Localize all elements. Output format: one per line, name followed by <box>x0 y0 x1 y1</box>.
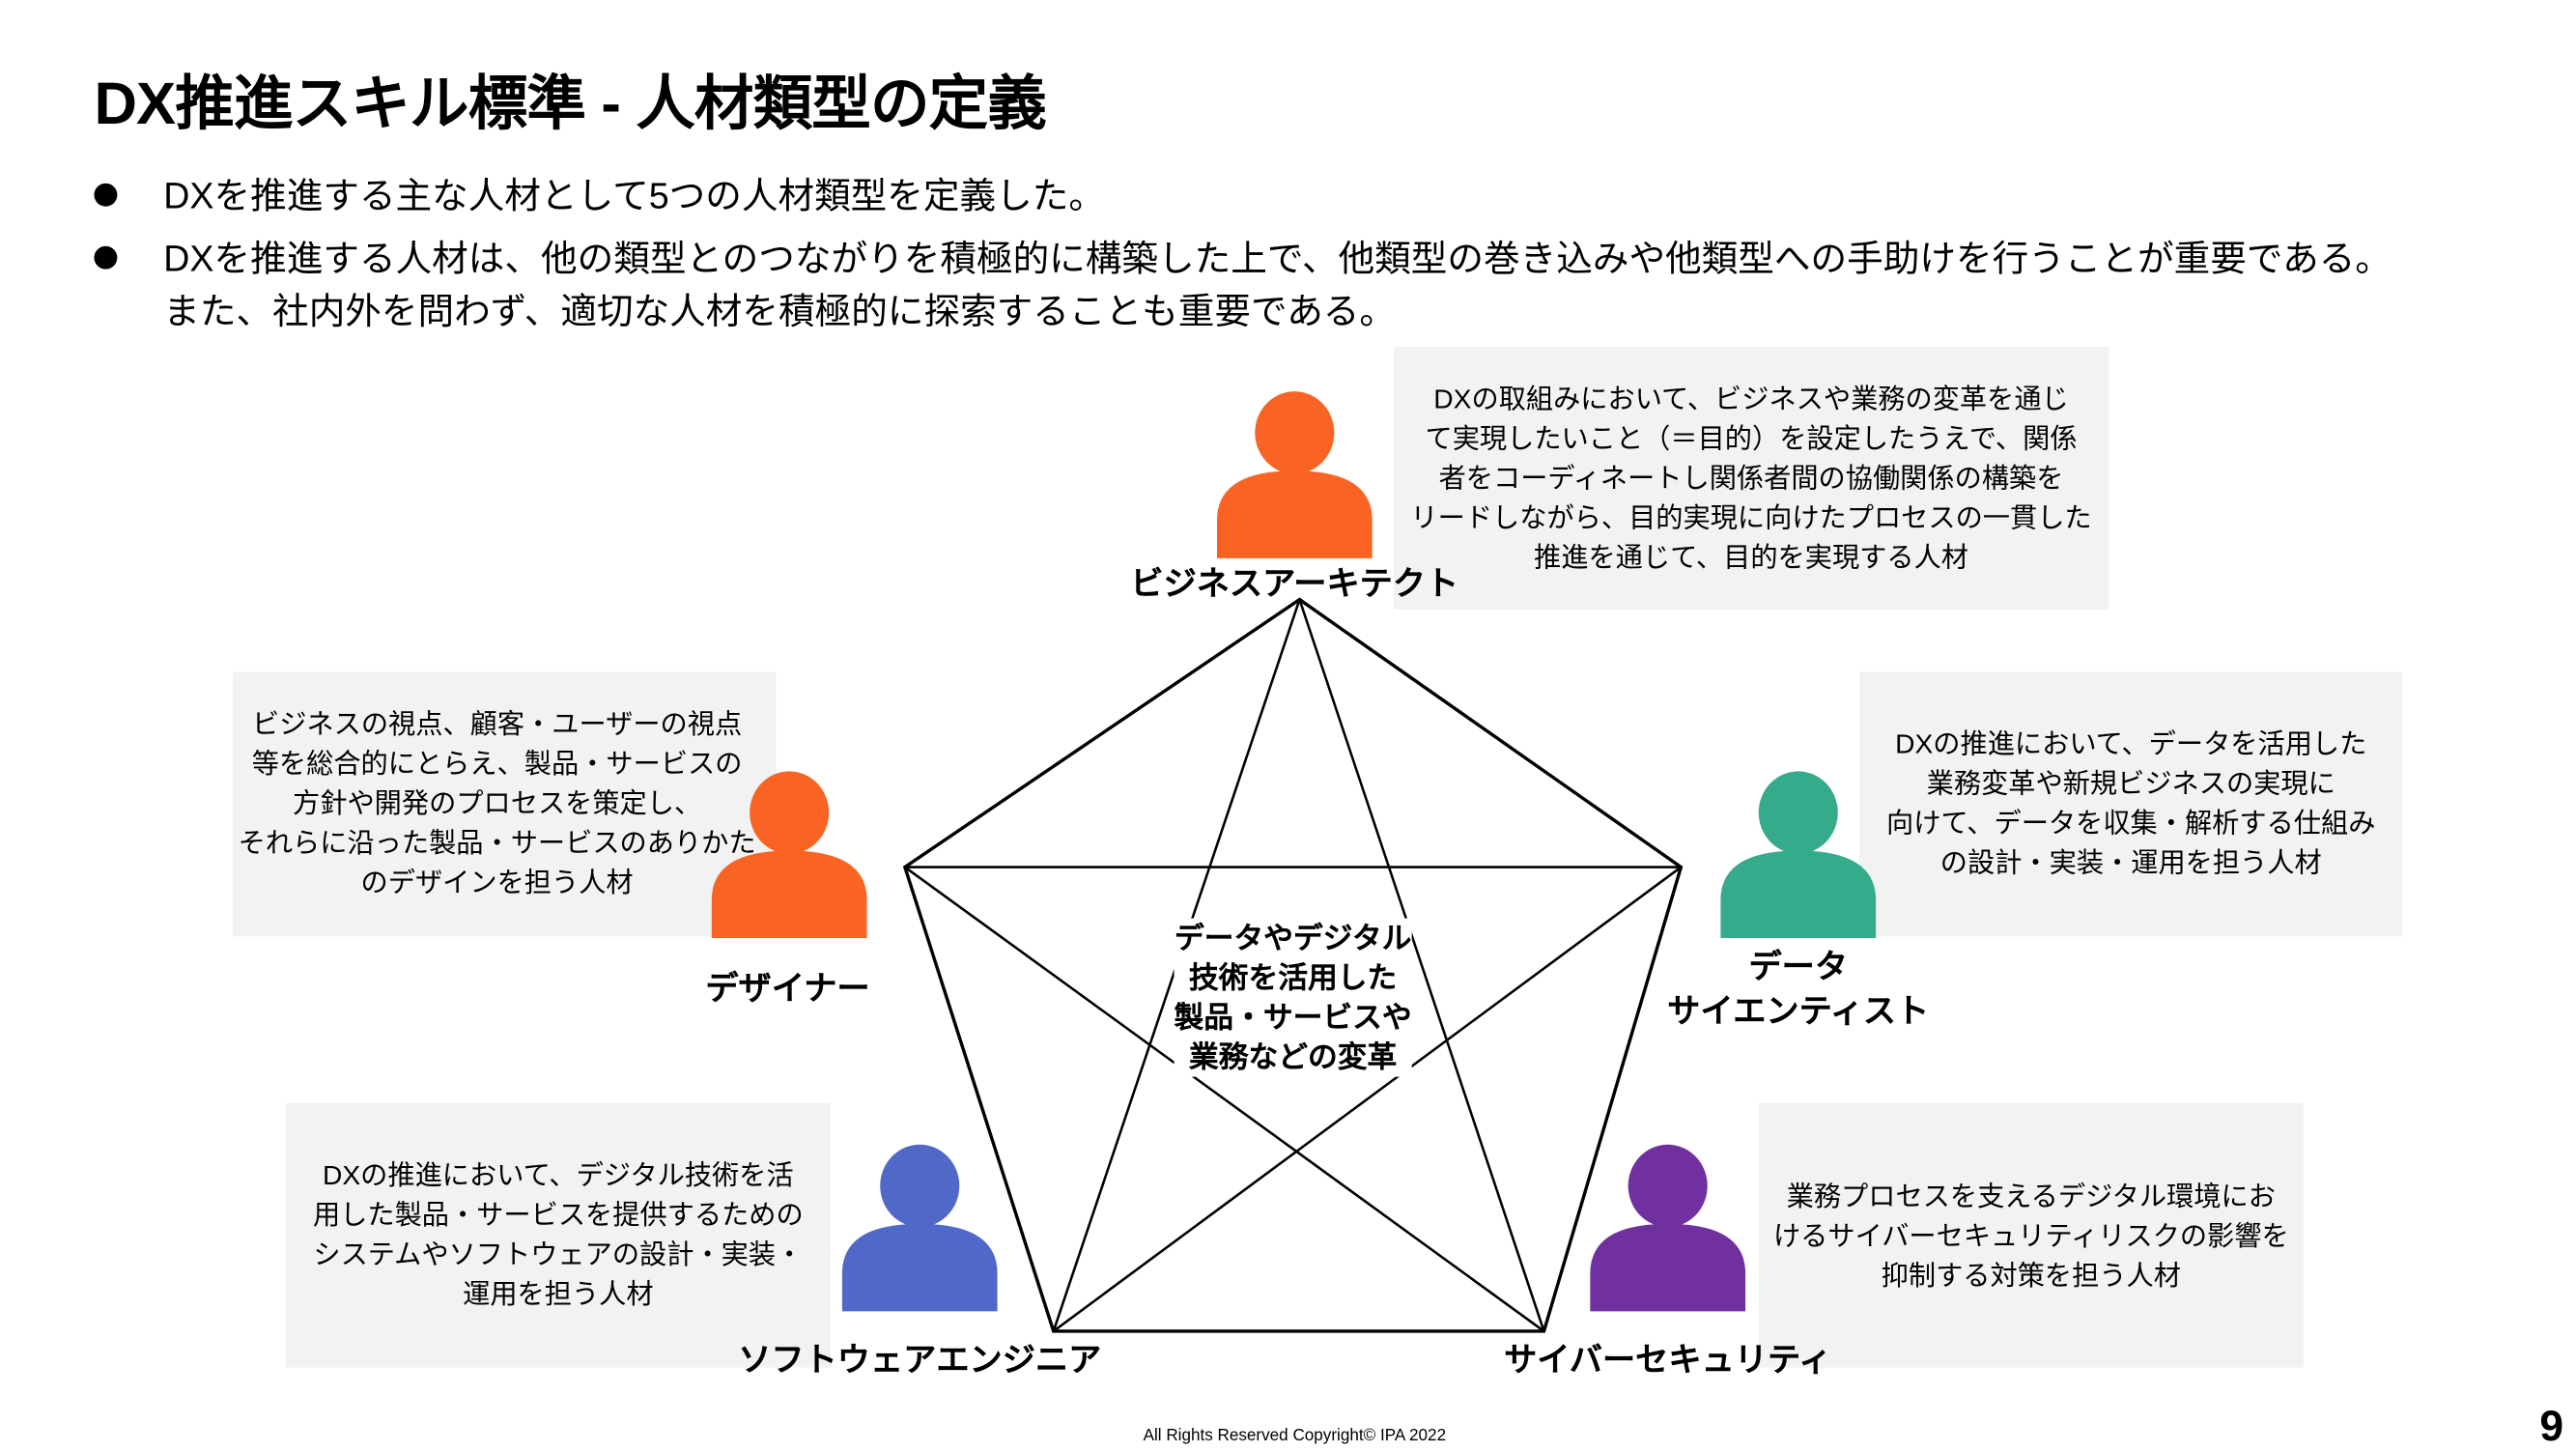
center-line: 業務などの変革 <box>1188 1040 1398 1074</box>
description-line: DXの取組みにおいて、ビジネスや業務の変革を通じ <box>1433 384 2069 414</box>
business-architect-label: ビジネスアーキテクト <box>1130 566 1459 604</box>
description-line: 方針や開発のプロセスを策定し、 <box>293 789 702 819</box>
description-line: リードしながら、目的実現に向けたプロセスの一貫した <box>1410 502 2092 533</box>
description-line: けるサイバーセキュリティリスクの影響を <box>1772 1222 2289 1252</box>
description-line: て実現したいこと（＝目的）を設定したうえで、関係 <box>1425 423 2078 454</box>
bullet-2: DXを推進する人材は、他の類型とのつながりを積極的に構築した上で、他類型の巻き込… <box>94 230 2392 283</box>
cyber-security-description: 業務プロセスを支えるデジタル環境にお けるサイバーセキュリティリスクの影響を 抑… <box>1758 1103 2304 1368</box>
business-architect-person-icon <box>1216 391 1373 558</box>
center-line: データやデジタル <box>1174 921 1412 955</box>
copyright-footer: All Rights Reserved Copyright© IPA 2022 <box>1143 1427 1447 1445</box>
bullet-dot-icon <box>94 246 118 270</box>
designer-label: デザイナー <box>705 971 870 1008</box>
bullet-1: DXを推進する主な人材として5つの人材類型を定義した。 <box>94 167 1105 220</box>
software-engineer-description: DXの推進において、デジタル技術を活 用した製品・サービスを提供するための シス… <box>285 1103 831 1368</box>
business-architect-description: DXの取組みにおいて、ビジネスや業務の変革を通じ て実現したいこと（＝目的）を設… <box>1393 347 2109 610</box>
software-engineer-person-icon <box>841 1144 998 1312</box>
description-line: 用した製品・サービスを提供するための <box>312 1200 804 1231</box>
description-line: の設計・実装・運用を担う人材 <box>1939 848 2322 879</box>
slide-title: DX推進スキル標準 - 人材類型の定義 <box>94 69 1047 137</box>
center-transformation-text: データやデジタル 技術を活用した 製品・サービスや 業務などの変革 <box>1174 918 1412 1077</box>
data-scientist-description: DXの推進において、データを活用した 業務変革や新規ビジネスの実現に 向けて、デ… <box>1859 671 2403 937</box>
description-line: それらに沿った製品・サービスのありかた <box>238 829 756 859</box>
description-line: 業務プロセスを支えるデジタル環境にお <box>1786 1182 2276 1212</box>
pentagon-outline <box>902 597 1684 1333</box>
description-line: DXの推進において、デジタル技術を活 <box>322 1160 794 1191</box>
center-line: 技術を活用した <box>1188 960 1398 995</box>
bullet-text: DXを推進する主な人材として5つの人材類型を定義した。 <box>163 175 1105 216</box>
data-scientist-person-icon <box>1720 771 1877 939</box>
description-line: 抑制する対策を担う人材 <box>1881 1262 2181 1292</box>
description-line: 者をコーディネートし関係者間の協働関係の構築を <box>1438 463 2064 494</box>
center-line: 製品・サービスや <box>1174 1001 1412 1035</box>
bullet-2-continuation: また、社内外を問わず、適切な人材を積極的に探索することも重要である。 <box>163 290 1397 332</box>
description-line: 等を総合的にとらえ、製品・サービスの <box>251 750 743 780</box>
cyber-security-person-icon <box>1590 1144 1746 1312</box>
page-number: 9 <box>2539 1400 2564 1451</box>
description-line: 運用を担う人材 <box>463 1279 654 1310</box>
description-line: ビジネスの視点、顧客・ユーザーの視点 <box>251 710 743 740</box>
bullet-dot-icon <box>94 184 118 208</box>
designer-description: ビジネスの視点、顧客・ユーザーの視点 等を総合的にとらえ、製品・サービスの 方針… <box>233 671 777 937</box>
description-line: システムやソフトウェアの設計・実装・ <box>313 1239 804 1270</box>
data-scientist-label: データ サイエンティスト <box>1667 947 1929 1036</box>
description-line: 推進を通じて、目的を実現する人材 <box>1534 542 1969 573</box>
label-line: データ <box>1748 950 1849 986</box>
cyber-security-label: サイバーセキュリティ <box>1504 1342 1832 1380</box>
software-engineer-label: ソフトウェアエンジニア <box>738 1342 1102 1380</box>
description-line: のデザインを担う人材 <box>360 868 634 899</box>
description-line: DXの推進において、データを活用した <box>1895 729 2367 760</box>
label-line: サイエンティスト <box>1667 994 1930 1031</box>
description-line: 業務変革や新規ビジネスの実現に <box>1926 769 2335 800</box>
description-line: 向けて、データを収集・解析する仕組み <box>1886 809 2376 840</box>
designer-person-icon <box>711 771 867 939</box>
bullet-text: DXを推進する人材は、他の類型とのつながりを積極的に構築した上で、他類型の巻き込… <box>163 238 2392 279</box>
